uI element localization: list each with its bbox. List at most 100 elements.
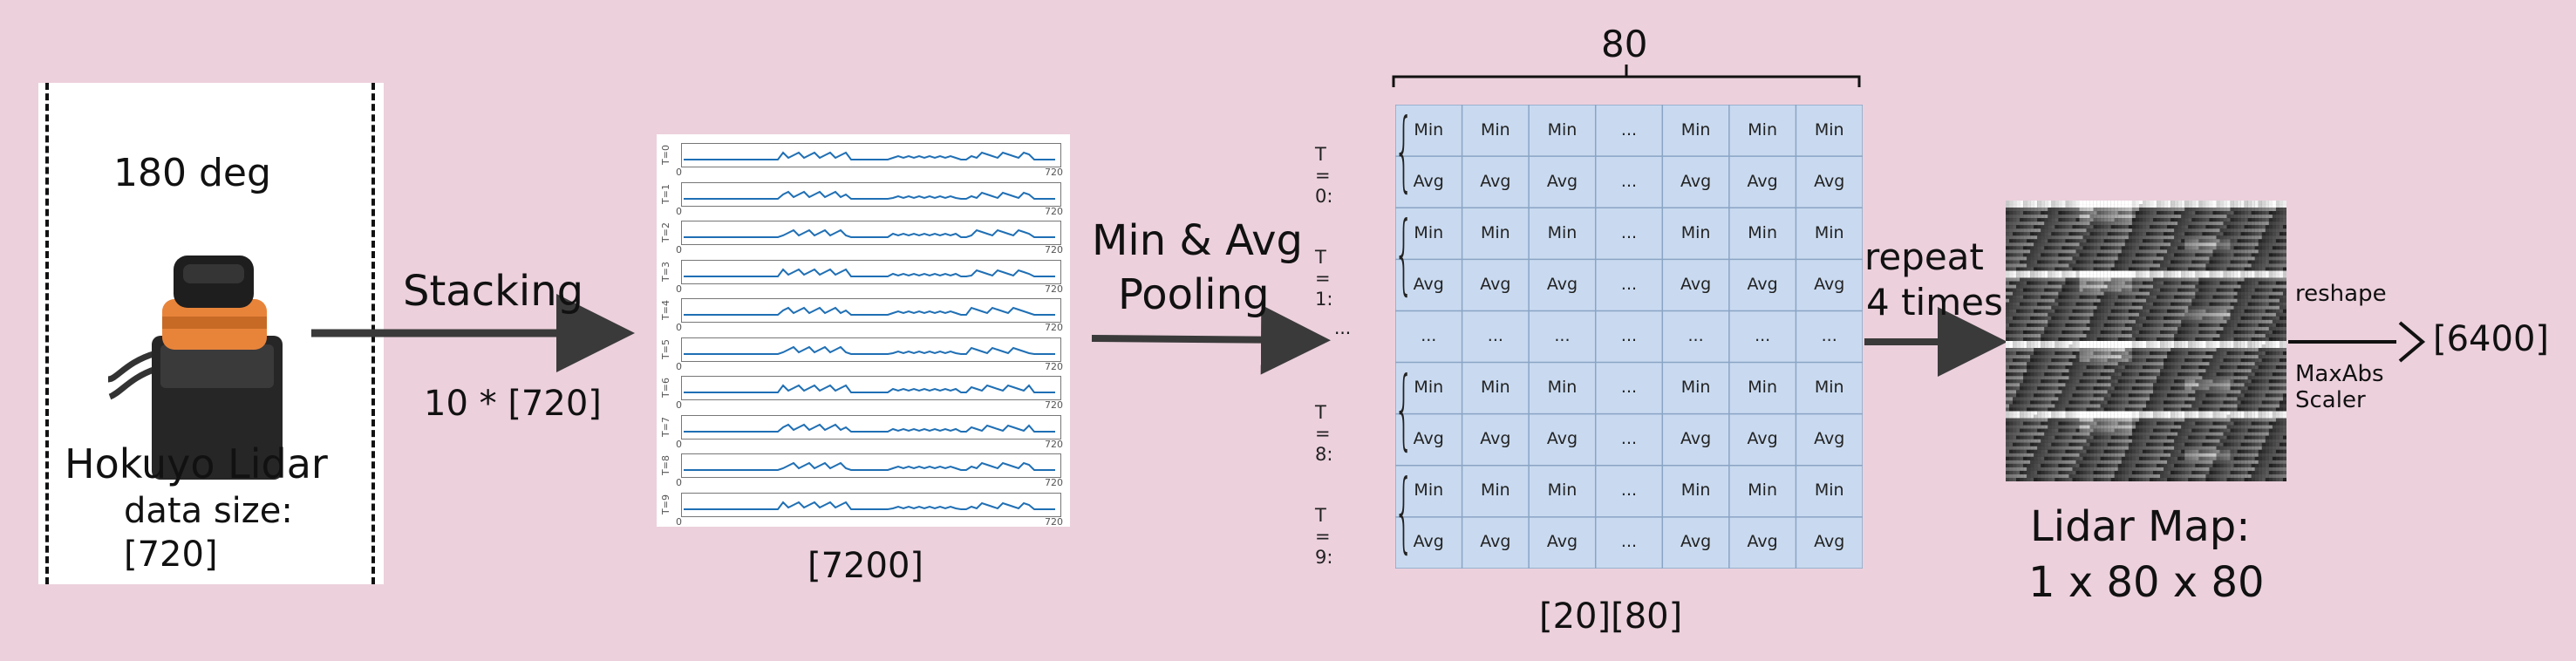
- strip-tick-end: 720: [1045, 205, 1063, 217]
- scan-line: [684, 306, 1055, 316]
- scan-strip: [681, 259, 1061, 284]
- strip-tick-end: 720: [1045, 244, 1063, 256]
- scan-line: [684, 500, 1055, 510]
- stacking-count-label: 10 * [720]: [424, 384, 602, 424]
- grid-cell-min: Min: [1814, 378, 1844, 398]
- strip-label: T=1: [660, 183, 671, 204]
- grid-cell-avg: Avg: [1413, 429, 1444, 449]
- grid-cell-avg: Avg: [1814, 171, 1845, 191]
- grid-cell-avg: Avg: [1480, 274, 1511, 294]
- strip-tick-start: 0: [676, 360, 682, 372]
- grid-cell-ellipsis: ...: [1620, 378, 1638, 398]
- scan-strip: [681, 414, 1061, 440]
- group-brace: {: [1394, 202, 1414, 305]
- scan-strip: [681, 298, 1061, 323]
- grid-cell-ellipsis: ...: [1620, 480, 1638, 501]
- grid-cell-avg: Avg: [1680, 429, 1712, 449]
- grid-cell-min: Min: [1748, 119, 1777, 140]
- grid-cell-avg: Avg: [1747, 274, 1778, 294]
- stacking-label: Stacking: [403, 267, 584, 316]
- grid-cell-ellipsis: ...: [1620, 222, 1638, 242]
- grid-cell-min: Min: [1414, 378, 1444, 398]
- grid-cell-ellipsis: ...: [1620, 274, 1638, 294]
- grid-cell-min: Min: [1680, 480, 1711, 501]
- grid-cell-ellipsis: ...: [1755, 326, 1771, 345]
- pooling-label-line2: Pooling: [1118, 270, 1270, 319]
- strip-tick-start: 0: [676, 515, 682, 528]
- reshape-label: reshape: [2295, 281, 2387, 307]
- scan-line: [684, 384, 1055, 393]
- grid-cell-min: Min: [1547, 378, 1578, 398]
- strip-tick-end: 720: [1045, 399, 1063, 411]
- grid-cell-ellipsis: ...: [1687, 326, 1704, 345]
- grid-cell-min: Min: [1748, 378, 1777, 398]
- strip-label: T=6: [660, 378, 671, 398]
- grid-cell-min: Min: [1680, 378, 1711, 398]
- strip-tick-end: 720: [1045, 322, 1063, 333]
- scaler-label-line2: Scaler: [2295, 387, 2366, 413]
- fov-label: 180 deg: [113, 151, 271, 195]
- grid-cell-min: Min: [1680, 119, 1711, 140]
- pooling-arrow: [1091, 304, 1331, 375]
- group-brace: {: [1394, 357, 1414, 460]
- strip-label: T=7: [660, 416, 671, 437]
- grid-cell-min: Min: [1748, 480, 1777, 501]
- strip-label: T=2: [660, 222, 671, 242]
- grid-cell-min: Min: [1480, 378, 1510, 398]
- grid-cell-avg: Avg: [1546, 274, 1578, 294]
- lidar-map-image: [2006, 201, 2286, 481]
- scan-line: [684, 190, 1055, 200]
- grid-cell-avg: Avg: [1480, 532, 1511, 552]
- grid-cell-min: Min: [1547, 480, 1578, 501]
- grid-cell-min: Min: [1480, 119, 1510, 140]
- scan-strip: [681, 376, 1061, 400]
- scan-strip: [681, 221, 1061, 245]
- strip-tick-start: 0: [676, 322, 682, 333]
- strip-tick-start: 0: [676, 167, 682, 178]
- strip-tick-start: 0: [676, 244, 682, 256]
- scan-strip: [681, 337, 1061, 362]
- strip-tick-end: 720: [1045, 438, 1063, 450]
- scan-strip: [681, 453, 1061, 478]
- strip-label: T=5: [660, 338, 671, 359]
- grid-cell-avg: Avg: [1680, 274, 1712, 294]
- grid-cell-ellipsis: ...: [1421, 326, 1437, 345]
- strip-tick-end: 720: [1045, 515, 1063, 528]
- scaler-label-line1: MaxAbs: [2295, 361, 2384, 387]
- grid-cell-avg: Avg: [1413, 274, 1444, 294]
- grid-cell-avg: Avg: [1814, 274, 1845, 294]
- strip-tick-end: 720: [1045, 283, 1063, 295]
- grid-cell-avg: Avg: [1413, 171, 1444, 191]
- strip-tick-start: 0: [676, 205, 682, 217]
- strip-label: T=4: [660, 300, 671, 320]
- lidar-size-value: [720]: [124, 535, 218, 575]
- strip-tick-start: 0: [676, 438, 682, 450]
- grid-cell-avg: Avg: [1480, 171, 1511, 191]
- grid-cell-avg: Avg: [1747, 532, 1778, 552]
- strip-label: T=3: [660, 261, 671, 282]
- scan-line: [684, 345, 1055, 355]
- grid-cell-ellipsis: ...: [1620, 119, 1638, 140]
- group-label: T = 0:: [1315, 144, 1333, 208]
- lidar-name: Hokuyo Lidar: [65, 440, 328, 487]
- strip-label: T=8: [660, 455, 671, 475]
- grid-cell-min: Min: [1414, 222, 1444, 242]
- scan-line: [684, 267, 1055, 277]
- repeat-label-line1: repeat: [1864, 235, 1984, 278]
- grid-width-label: 80: [1601, 23, 1648, 65]
- strip-label: T=9: [660, 494, 671, 514]
- grid-cell-ellipsis: ...: [1554, 326, 1571, 345]
- grid-cell-avg: Avg: [1546, 429, 1578, 449]
- strip-tick-end: 720: [1045, 360, 1063, 372]
- scan-strip: [681, 181, 1061, 207]
- grid-cell-ellipsis: ...: [1487, 326, 1503, 345]
- grid-cell-avg: Avg: [1747, 429, 1778, 449]
- group-label: T = 1:: [1315, 247, 1333, 310]
- grid-cell-avg: Avg: [1413, 532, 1444, 552]
- group-label: T = 9:: [1315, 504, 1333, 568]
- grid-cell-ellipsis: ...: [1620, 171, 1638, 191]
- scan-line: [684, 423, 1055, 433]
- grid-width-bracket: [1392, 75, 1861, 87]
